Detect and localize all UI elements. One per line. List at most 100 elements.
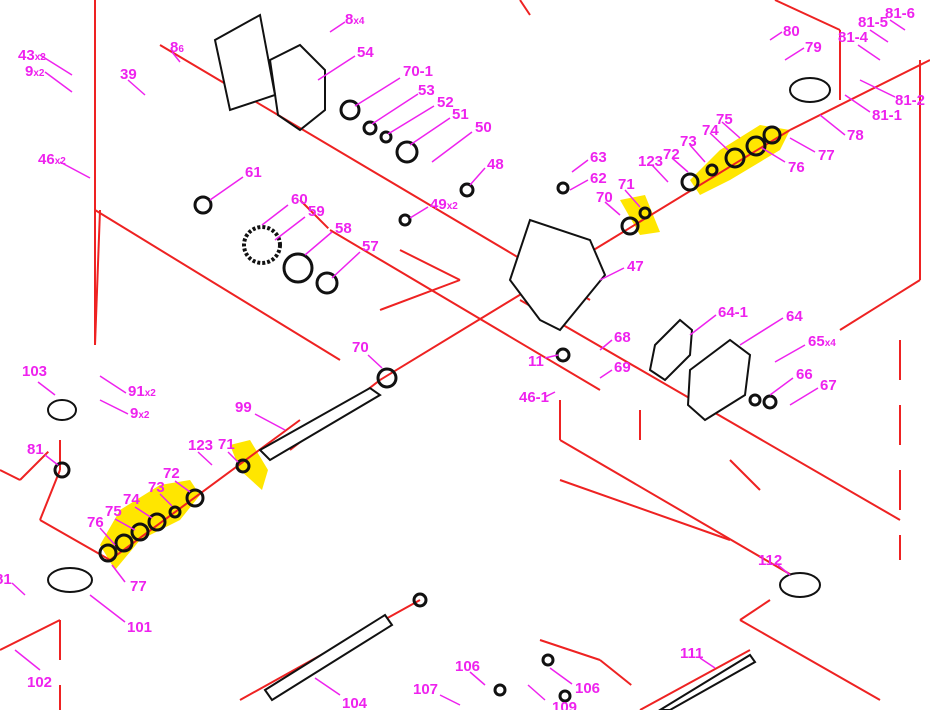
leader-line	[869, 29, 889, 43]
part-label: 73	[148, 480, 165, 495]
part-number: 81-2	[895, 92, 926, 109]
part-number: 58	[335, 220, 352, 237]
part-quantity: x2	[138, 410, 150, 421]
part-ring	[748, 393, 762, 407]
leader-line	[709, 132, 729, 151]
leader-line	[469, 671, 486, 686]
part-label: 71	[618, 177, 635, 192]
part-ring	[762, 125, 782, 145]
part-label: 59	[308, 204, 325, 219]
leader-line	[114, 518, 136, 531]
part-number: 78	[847, 127, 864, 144]
part-label: 123	[188, 438, 213, 453]
part-label: 69	[614, 360, 631, 375]
part-label: 51	[452, 107, 469, 122]
part-label: 109	[552, 700, 577, 710]
part-number: 81-5	[858, 14, 889, 31]
part-number: 8	[170, 39, 179, 56]
part-number: 69	[614, 359, 631, 376]
leader-line	[599, 267, 625, 281]
part-number: 81-6	[885, 5, 916, 22]
part-number: 61	[245, 164, 262, 181]
part-ring	[638, 206, 652, 220]
assembly-line	[839, 279, 921, 331]
part-label: 75	[716, 112, 733, 127]
part-number: 71	[218, 436, 235, 453]
gear-part	[242, 225, 282, 265]
part-label: 67	[820, 378, 837, 393]
part-ring	[339, 99, 361, 121]
part-number: 64	[786, 308, 803, 325]
part-label: 46x2	[38, 152, 66, 167]
part-number: 107	[413, 681, 439, 698]
assembly-line	[299, 199, 331, 231]
leader-line	[769, 31, 783, 41]
part-number: 70-1	[403, 63, 434, 80]
leader-line	[37, 381, 56, 396]
part-number: 57	[362, 238, 379, 255]
part-label: 80	[783, 24, 800, 39]
leader-line	[689, 314, 717, 336]
part-ring	[168, 505, 182, 519]
assembly-line	[94, 209, 341, 361]
part-number: 106	[455, 658, 481, 675]
part-number: 77	[818, 147, 835, 164]
leader-line	[857, 44, 881, 61]
part-label: 74	[123, 492, 140, 507]
leader-line	[39, 54, 73, 76]
assembly-line	[639, 649, 751, 710]
leader-line	[99, 399, 129, 415]
part-number: 101	[127, 619, 153, 636]
part-number: 123	[638, 153, 664, 170]
part-ring	[114, 533, 134, 553]
part-number: 62	[590, 170, 607, 187]
part-label: 111	[680, 646, 703, 661]
part-label: 72	[663, 147, 680, 162]
part-number: 80	[783, 23, 800, 40]
part-label: 81-1	[872, 108, 902, 123]
part-number: 9	[130, 405, 139, 422]
part-number: 73	[680, 133, 697, 150]
leader-line	[11, 582, 26, 596]
assembly-line	[0, 619, 61, 651]
leader-line	[111, 564, 126, 583]
leader-line	[99, 527, 116, 546]
part-ring	[130, 522, 150, 542]
part-label: 99	[235, 400, 252, 415]
part-ring	[376, 367, 398, 389]
part-number: 59	[308, 203, 325, 220]
part-number: 9	[25, 63, 34, 80]
leader-line	[689, 144, 706, 163]
part-ring	[185, 488, 205, 508]
part-label: 8x4	[345, 12, 364, 27]
leader-line	[671, 157, 689, 173]
leader-line	[774, 344, 806, 363]
part-ring	[745, 135, 767, 157]
part-number: 8	[345, 11, 354, 28]
part-number: 91	[128, 383, 145, 400]
part-label: 71	[218, 437, 235, 452]
part-label: 39	[120, 67, 137, 82]
leader-line	[739, 317, 784, 346]
leader-line	[317, 55, 356, 81]
assembly-line	[539, 639, 601, 661]
part-number: 72	[663, 146, 680, 163]
part-ring	[724, 147, 746, 169]
part-label: 81-2	[895, 93, 925, 108]
leader-line	[227, 451, 239, 463]
assembly-line	[559, 439, 801, 581]
part-number: 76	[788, 159, 805, 176]
part-number: 70	[596, 189, 613, 206]
rod-part	[658, 653, 757, 710]
leader-line	[159, 493, 173, 507]
leader-line	[314, 677, 341, 696]
part-label: 68	[614, 330, 631, 345]
part-number: 73	[148, 479, 165, 496]
leader-line	[569, 179, 589, 191]
part-ring	[412, 592, 428, 608]
part-number: 81	[27, 441, 44, 458]
assembly-line	[559, 479, 731, 541]
part-number: 70	[352, 339, 369, 356]
